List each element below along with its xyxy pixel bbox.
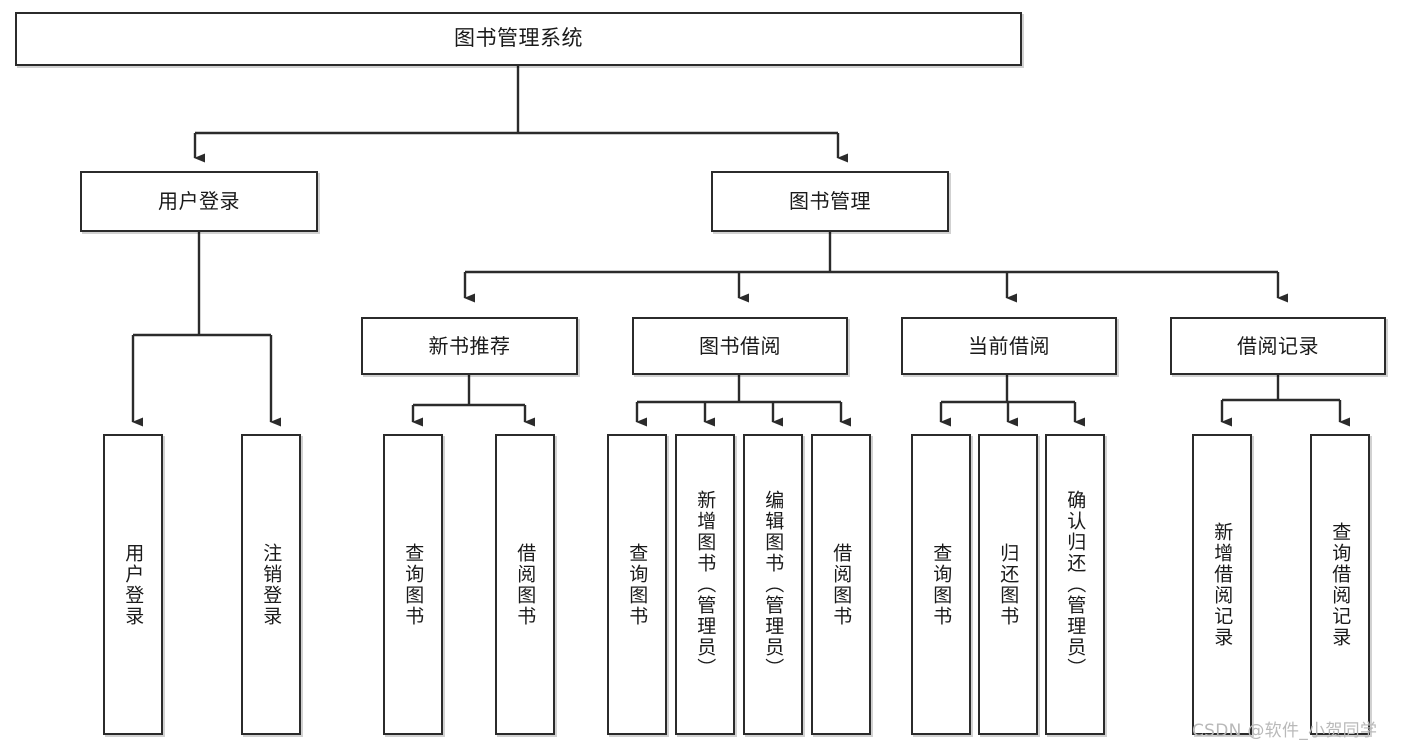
node-leaf-borrow-book-1[interactable]: 借阅图书 — [495, 434, 555, 735]
node-leaf-confirm-return[interactable]: 确认归还（管理员） — [1045, 434, 1105, 735]
node-new-book-recommend[interactable]: 新书推荐 — [361, 317, 578, 375]
node-leaf-borrow-book-2-label: 借阅图书 — [830, 542, 853, 627]
node-leaf-query-book-2-label: 查询图书 — [626, 542, 649, 627]
node-leaf-user-login[interactable]: 用户登录 — [103, 434, 163, 735]
node-leaf-query-book-2[interactable]: 查询图书 — [607, 434, 667, 735]
node-leaf-borrow-book-1-label: 借阅图书 — [514, 542, 537, 627]
node-leaf-borrow-book-2[interactable]: 借阅图书 — [811, 434, 871, 735]
node-book-borrow[interactable]: 图书借阅 — [632, 317, 848, 375]
node-leaf-edit-book[interactable]: 编辑图书（管理员） — [743, 434, 803, 735]
node-leaf-return-book[interactable]: 归还图书 — [978, 434, 1038, 735]
node-user-login[interactable]: 用户登录 — [80, 171, 318, 232]
node-leaf-query-book-1-label: 查询图书 — [402, 542, 425, 627]
node-borrow-record[interactable]: 借阅记录 — [1170, 317, 1386, 375]
node-leaf-query-book-1[interactable]: 查询图书 — [383, 434, 443, 735]
node-current-borrow[interactable]: 当前借阅 — [901, 317, 1117, 375]
node-leaf-add-book[interactable]: 新增图书（管理员） — [675, 434, 735, 735]
node-leaf-query-book-3[interactable]: 查询图书 — [911, 434, 971, 735]
node-leaf-add-record[interactable]: 新增借阅记录 — [1192, 434, 1252, 735]
node-user-login-label: 用户登录 — [158, 189, 240, 214]
node-leaf-query-record[interactable]: 查询借阅记录 — [1310, 434, 1370, 735]
node-root[interactable]: 图书管理系统 — [15, 12, 1022, 66]
node-leaf-logout-login[interactable]: 注销登录 — [241, 434, 301, 735]
node-leaf-return-book-label: 归还图书 — [997, 542, 1020, 627]
node-current-borrow-label: 当前借阅 — [968, 333, 1050, 358]
node-book-manage-label: 图书管理 — [789, 189, 871, 214]
node-book-manage[interactable]: 图书管理 — [711, 171, 949, 232]
node-leaf-logout-login-label: 注销登录 — [260, 542, 283, 627]
node-root-label: 图书管理系统 — [454, 26, 583, 51]
node-borrow-record-label: 借阅记录 — [1237, 333, 1319, 358]
csdn-watermark: CSDN @软件_小贺同学 — [1192, 721, 1378, 741]
node-leaf-user-login-label: 用户登录 — [122, 542, 145, 627]
node-new-book-recommend-label: 新书推荐 — [428, 333, 511, 358]
node-leaf-add-record-label: 新增借阅记录 — [1211, 521, 1234, 648]
node-leaf-query-book-3-label: 查询图书 — [930, 542, 953, 627]
node-book-borrow-label: 图书借阅 — [699, 333, 781, 358]
node-leaf-query-record-label: 查询借阅记录 — [1329, 521, 1352, 648]
node-leaf-confirm-return-label: 确认归还（管理员） — [1064, 490, 1087, 679]
node-leaf-add-book-label: 新增图书（管理员） — [694, 490, 717, 679]
node-leaf-edit-book-label: 编辑图书（管理员） — [762, 490, 785, 679]
